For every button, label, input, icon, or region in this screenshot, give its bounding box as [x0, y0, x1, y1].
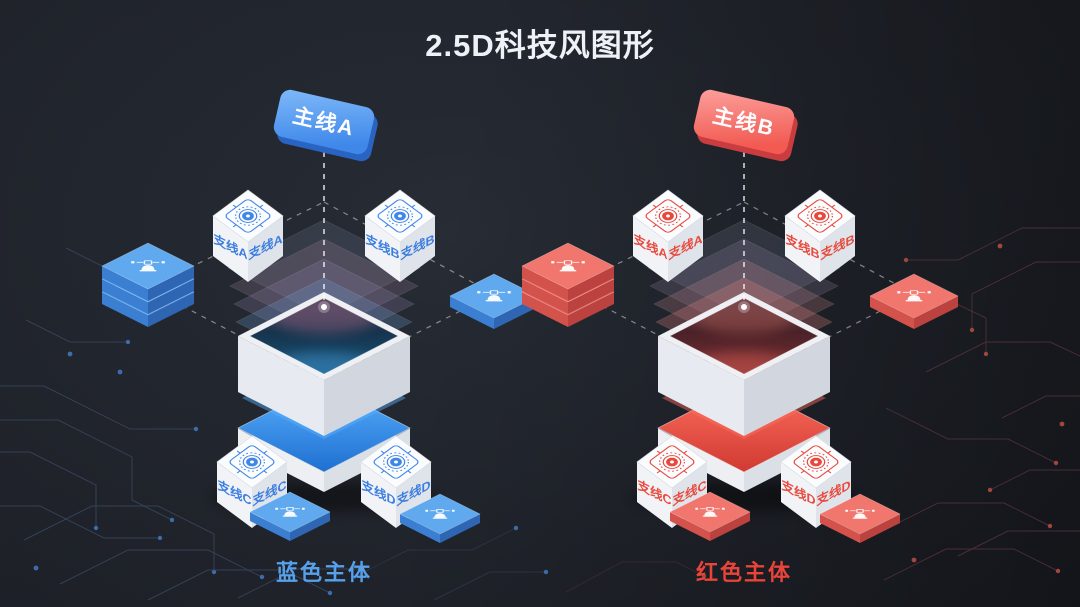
footer-label-blue: 蓝色主体	[275, 560, 373, 585]
radar-target-icon	[645, 199, 691, 233]
main-platform-box	[238, 292, 410, 436]
bottom-chip-left	[249, 491, 331, 541]
connector-line	[237, 427, 253, 437]
connector-line	[395, 427, 411, 437]
main-platform-box	[658, 292, 830, 436]
main-badge: 主线A	[273, 89, 378, 162]
module-chip-icon	[477, 290, 511, 302]
radar-target-icon	[373, 445, 419, 479]
connector-line	[815, 427, 831, 437]
dashed-connector-dot	[741, 304, 747, 310]
module-chip-icon	[425, 509, 455, 519]
bottom-chip-right	[399, 493, 481, 543]
module-chip-icon	[131, 260, 165, 272]
module-chip-icon	[897, 290, 931, 302]
bottom-chip-right	[819, 493, 901, 543]
layer-stack	[101, 242, 195, 327]
layer-stack	[521, 242, 615, 327]
radar-target-icon	[225, 199, 271, 233]
bottom-chip-left	[669, 491, 751, 541]
footer-label-red: 红色主体	[695, 560, 793, 585]
connector-line	[657, 427, 673, 437]
radar-target-icon	[649, 445, 695, 479]
radar-target-icon	[797, 199, 843, 233]
module-chip-icon	[695, 507, 725, 517]
circuit-traces	[351, 525, 549, 601]
module-chip-icon	[551, 260, 585, 272]
side-chip	[869, 273, 959, 329]
main-title: 2.5D科技风图形	[425, 28, 655, 63]
radar-target-icon	[377, 199, 423, 233]
radar-target-icon	[229, 445, 275, 479]
module-chip-icon	[845, 509, 875, 519]
main-badge: 主线B	[693, 89, 798, 162]
circuit-traces	[871, 227, 1080, 581]
dashed-connector-dot	[321, 304, 327, 310]
circuit-traces	[565, 561, 707, 593]
module-chip-icon	[275, 507, 305, 517]
radar-target-icon	[793, 445, 839, 479]
